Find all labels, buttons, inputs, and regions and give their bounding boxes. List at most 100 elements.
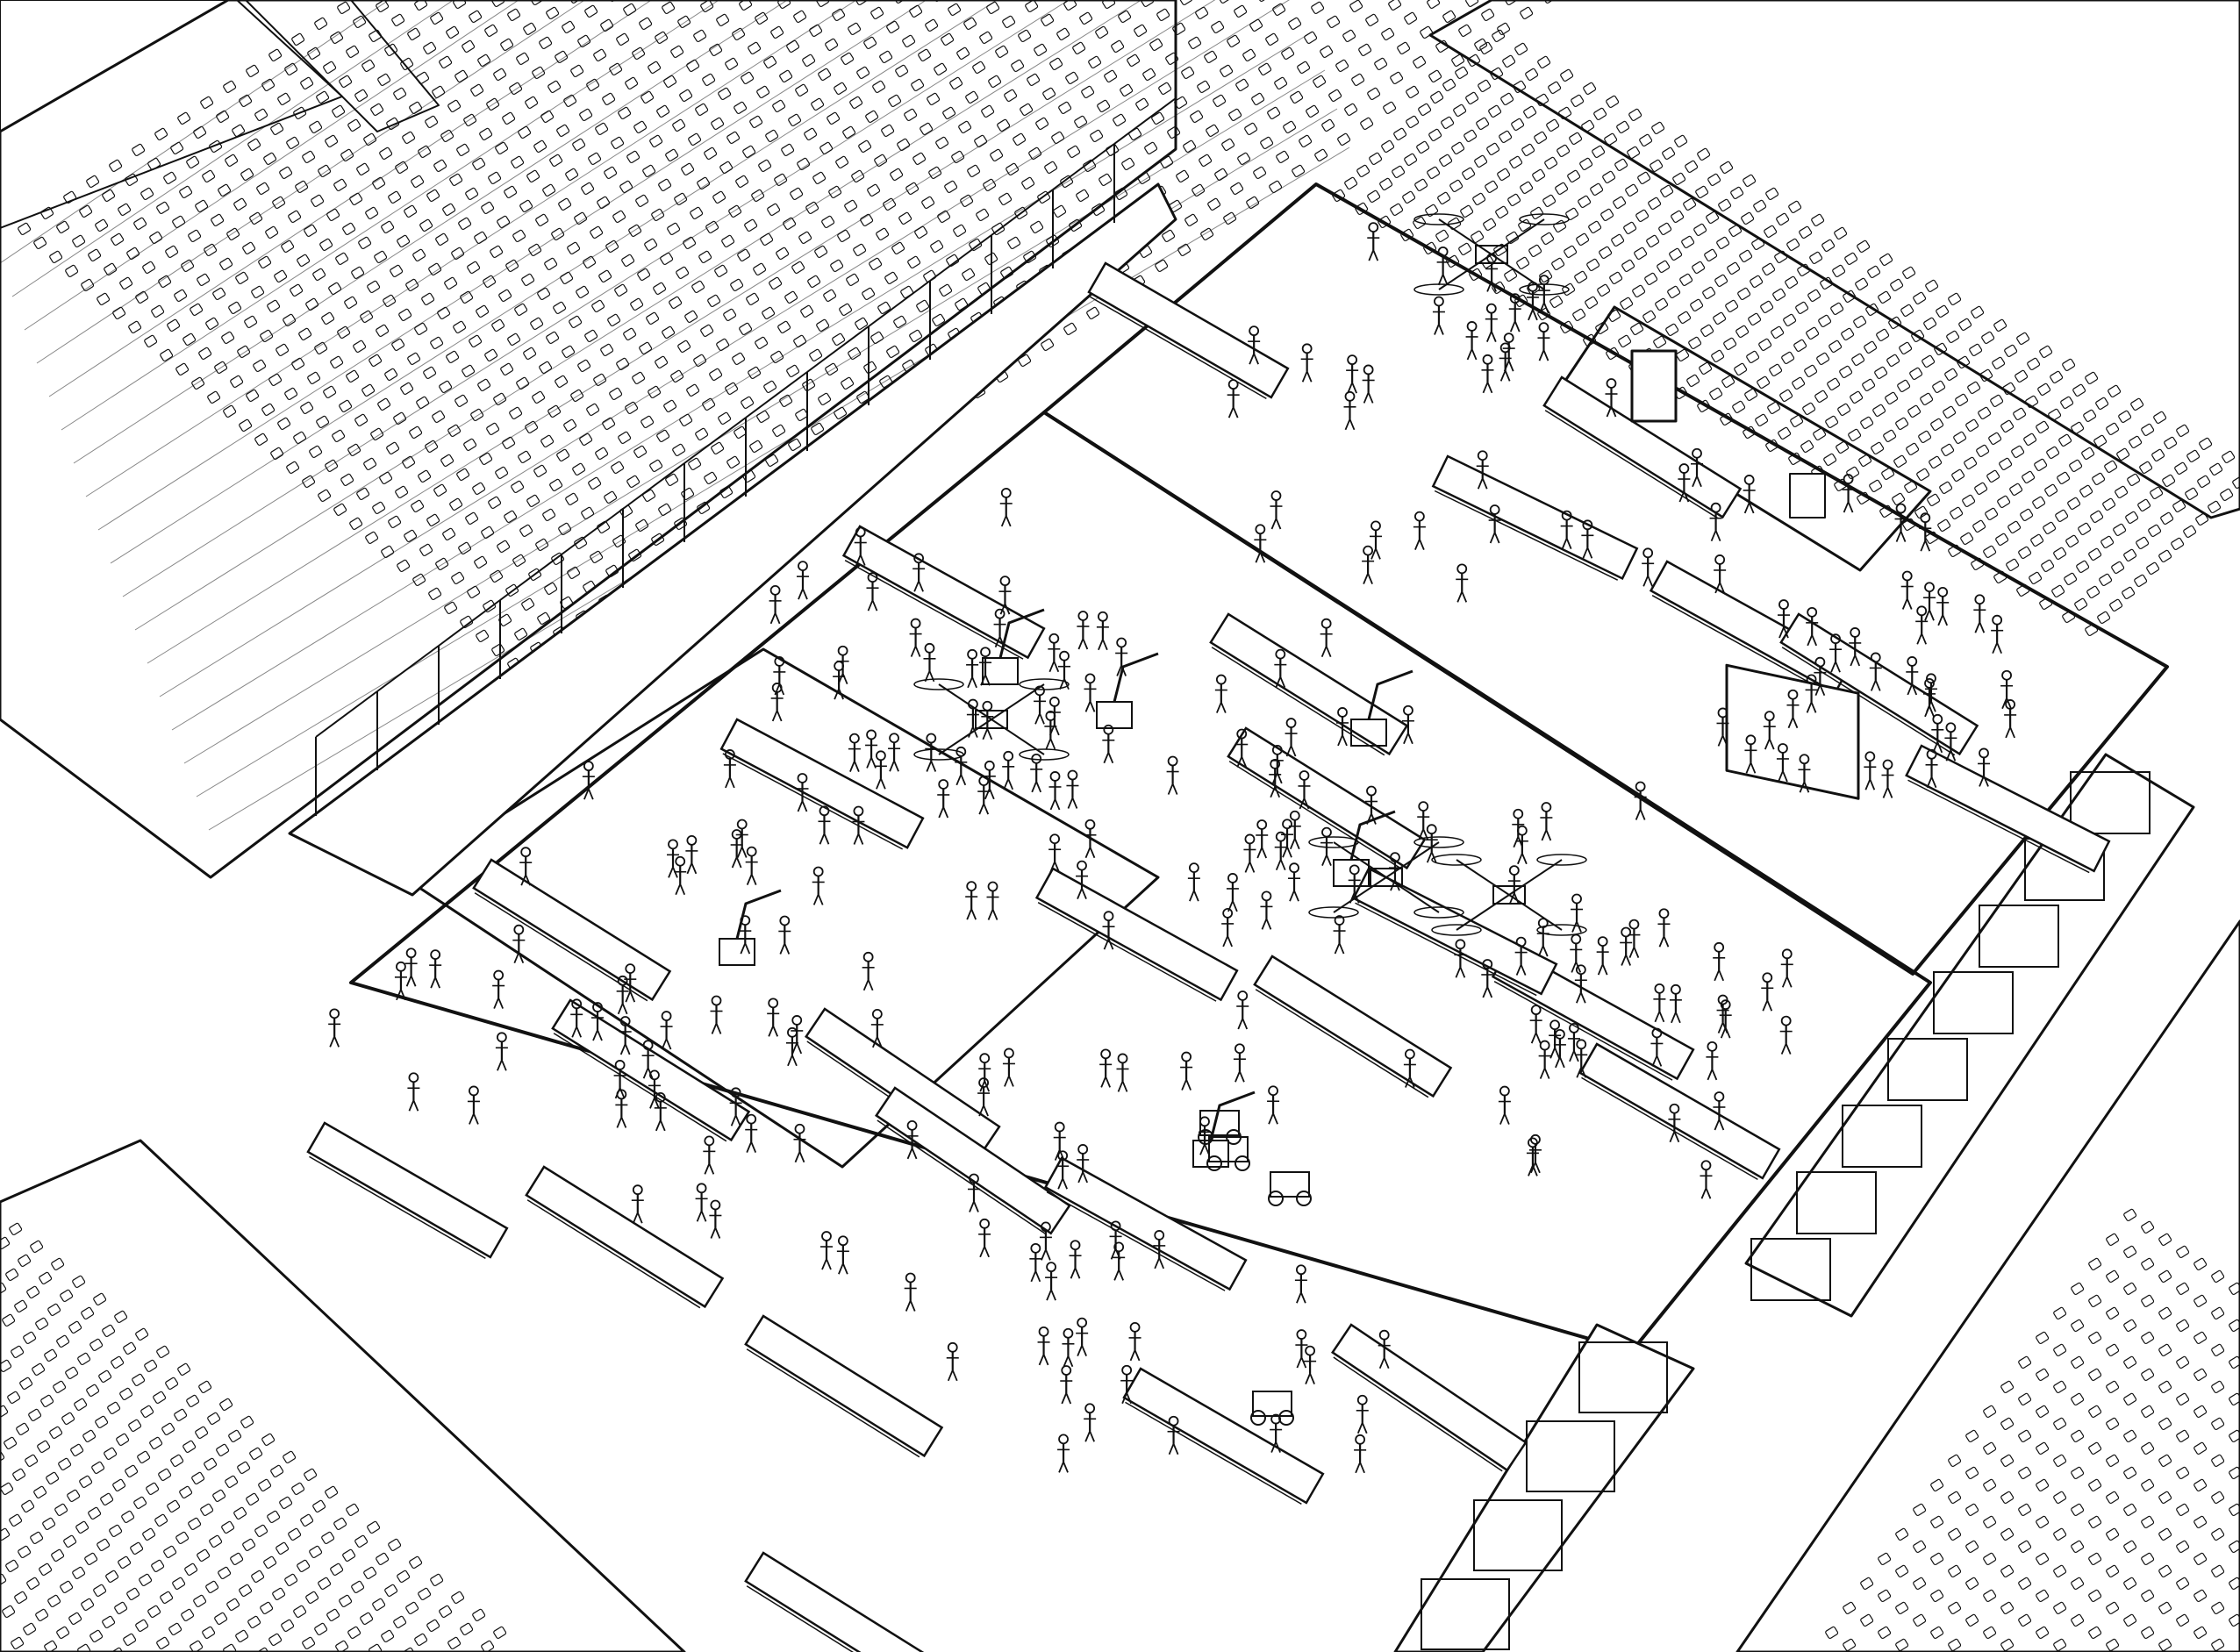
podium [1789, 473, 1826, 518]
visitor-legs [1296, 1355, 1307, 1369]
seat [718, 87, 732, 100]
seat [555, 50, 569, 63]
seat [535, 538, 549, 551]
seat [1983, 545, 1997, 558]
seat [1725, 299, 1739, 312]
exhibit-table-edge [309, 1155, 486, 1260]
seat [618, 431, 632, 444]
seat [95, 218, 109, 232]
seat [219, 1398, 233, 1411]
seat [1565, 207, 1579, 220]
seat [2053, 1306, 2067, 1319]
seat [2030, 533, 2044, 547]
seat [2123, 1208, 2137, 1221]
seat [1537, 55, 1551, 68]
seat [93, 1292, 107, 1305]
visitor-legs [1289, 836, 1300, 850]
visitor-legs [1405, 1075, 1415, 1088]
seat [2153, 411, 2167, 424]
seat [1497, 168, 1511, 181]
seat [1223, 211, 1237, 225]
seat [1767, 401, 1781, 414]
seat [756, 85, 770, 98]
seat [2222, 450, 2236, 463]
seat [1672, 172, 1686, 185]
visitor-legs [1513, 834, 1524, 848]
seat [683, 236, 697, 249]
seat [426, 189, 440, 202]
seat [1704, 248, 1718, 261]
visitor-legs [876, 776, 886, 790]
seat [446, 25, 460, 39]
seat [928, 166, 942, 179]
seat [1049, 57, 1063, 70]
seat [198, 347, 212, 360]
seat [2088, 1478, 2102, 1491]
seat [1451, 54, 1465, 67]
exhibit-table [472, 858, 672, 1002]
seat [1965, 1613, 1979, 1627]
seat [360, 310, 374, 323]
rover-wheel [1206, 1155, 1222, 1171]
seat [81, 1598, 95, 1611]
visitor-legs [1181, 1077, 1192, 1091]
seat [1683, 197, 1697, 211]
seat [1104, 69, 1118, 82]
seat [1367, 190, 1381, 203]
seat [133, 1496, 147, 1509]
seat [398, 308, 412, 321]
seat [104, 262, 118, 275]
visitor-legs [1907, 682, 1918, 696]
seat [316, 90, 330, 104]
seat [1660, 184, 1674, 197]
seat [595, 122, 609, 135]
seat [1948, 1638, 1962, 1651]
seat [1793, 339, 1807, 352]
seat [927, 92, 941, 105]
seat [1281, 46, 1295, 60]
seat [605, 564, 619, 577]
visitor-legs [979, 1078, 991, 1092]
stand-row-line [24, 0, 520, 331]
seat [1642, 310, 1657, 323]
seat [872, 80, 886, 93]
seat [254, 433, 268, 446]
seat [1184, 213, 1199, 226]
seat [1783, 313, 1797, 326]
seat [646, 311, 660, 325]
seat [1420, 25, 1434, 39]
seat [2037, 383, 2051, 396]
seat [816, 318, 830, 332]
seat [239, 1584, 253, 1597]
seat [228, 301, 242, 314]
seat [175, 362, 190, 375]
seat [1328, 89, 1342, 102]
rover-wheel [1278, 1410, 1294, 1426]
seat [765, 129, 779, 142]
seat [107, 1401, 121, 1414]
booth-cell [1473, 1499, 1563, 1571]
exhibit-table-edge [1228, 761, 1403, 870]
seat [1367, 87, 1381, 100]
seat [865, 110, 879, 123]
seat [216, 1443, 230, 1456]
seat [2000, 1491, 2015, 1504]
seat [835, 155, 849, 168]
seat [604, 490, 618, 504]
seat [1437, 191, 1451, 204]
seat [653, 282, 667, 295]
seat [2085, 371, 2099, 384]
seat [711, 117, 725, 130]
seat [2036, 1626, 2050, 1639]
seat [339, 399, 353, 412]
seat [472, 1608, 486, 1621]
visitor-legs [513, 950, 525, 964]
seat [2160, 511, 2174, 525]
seat [361, 59, 376, 72]
seat [111, 1647, 125, 1652]
seat [1644, 272, 1658, 285]
seat [1857, 240, 1871, 253]
seat [376, 324, 390, 337]
seat [56, 1626, 70, 1639]
seat [2193, 1589, 2208, 1602]
